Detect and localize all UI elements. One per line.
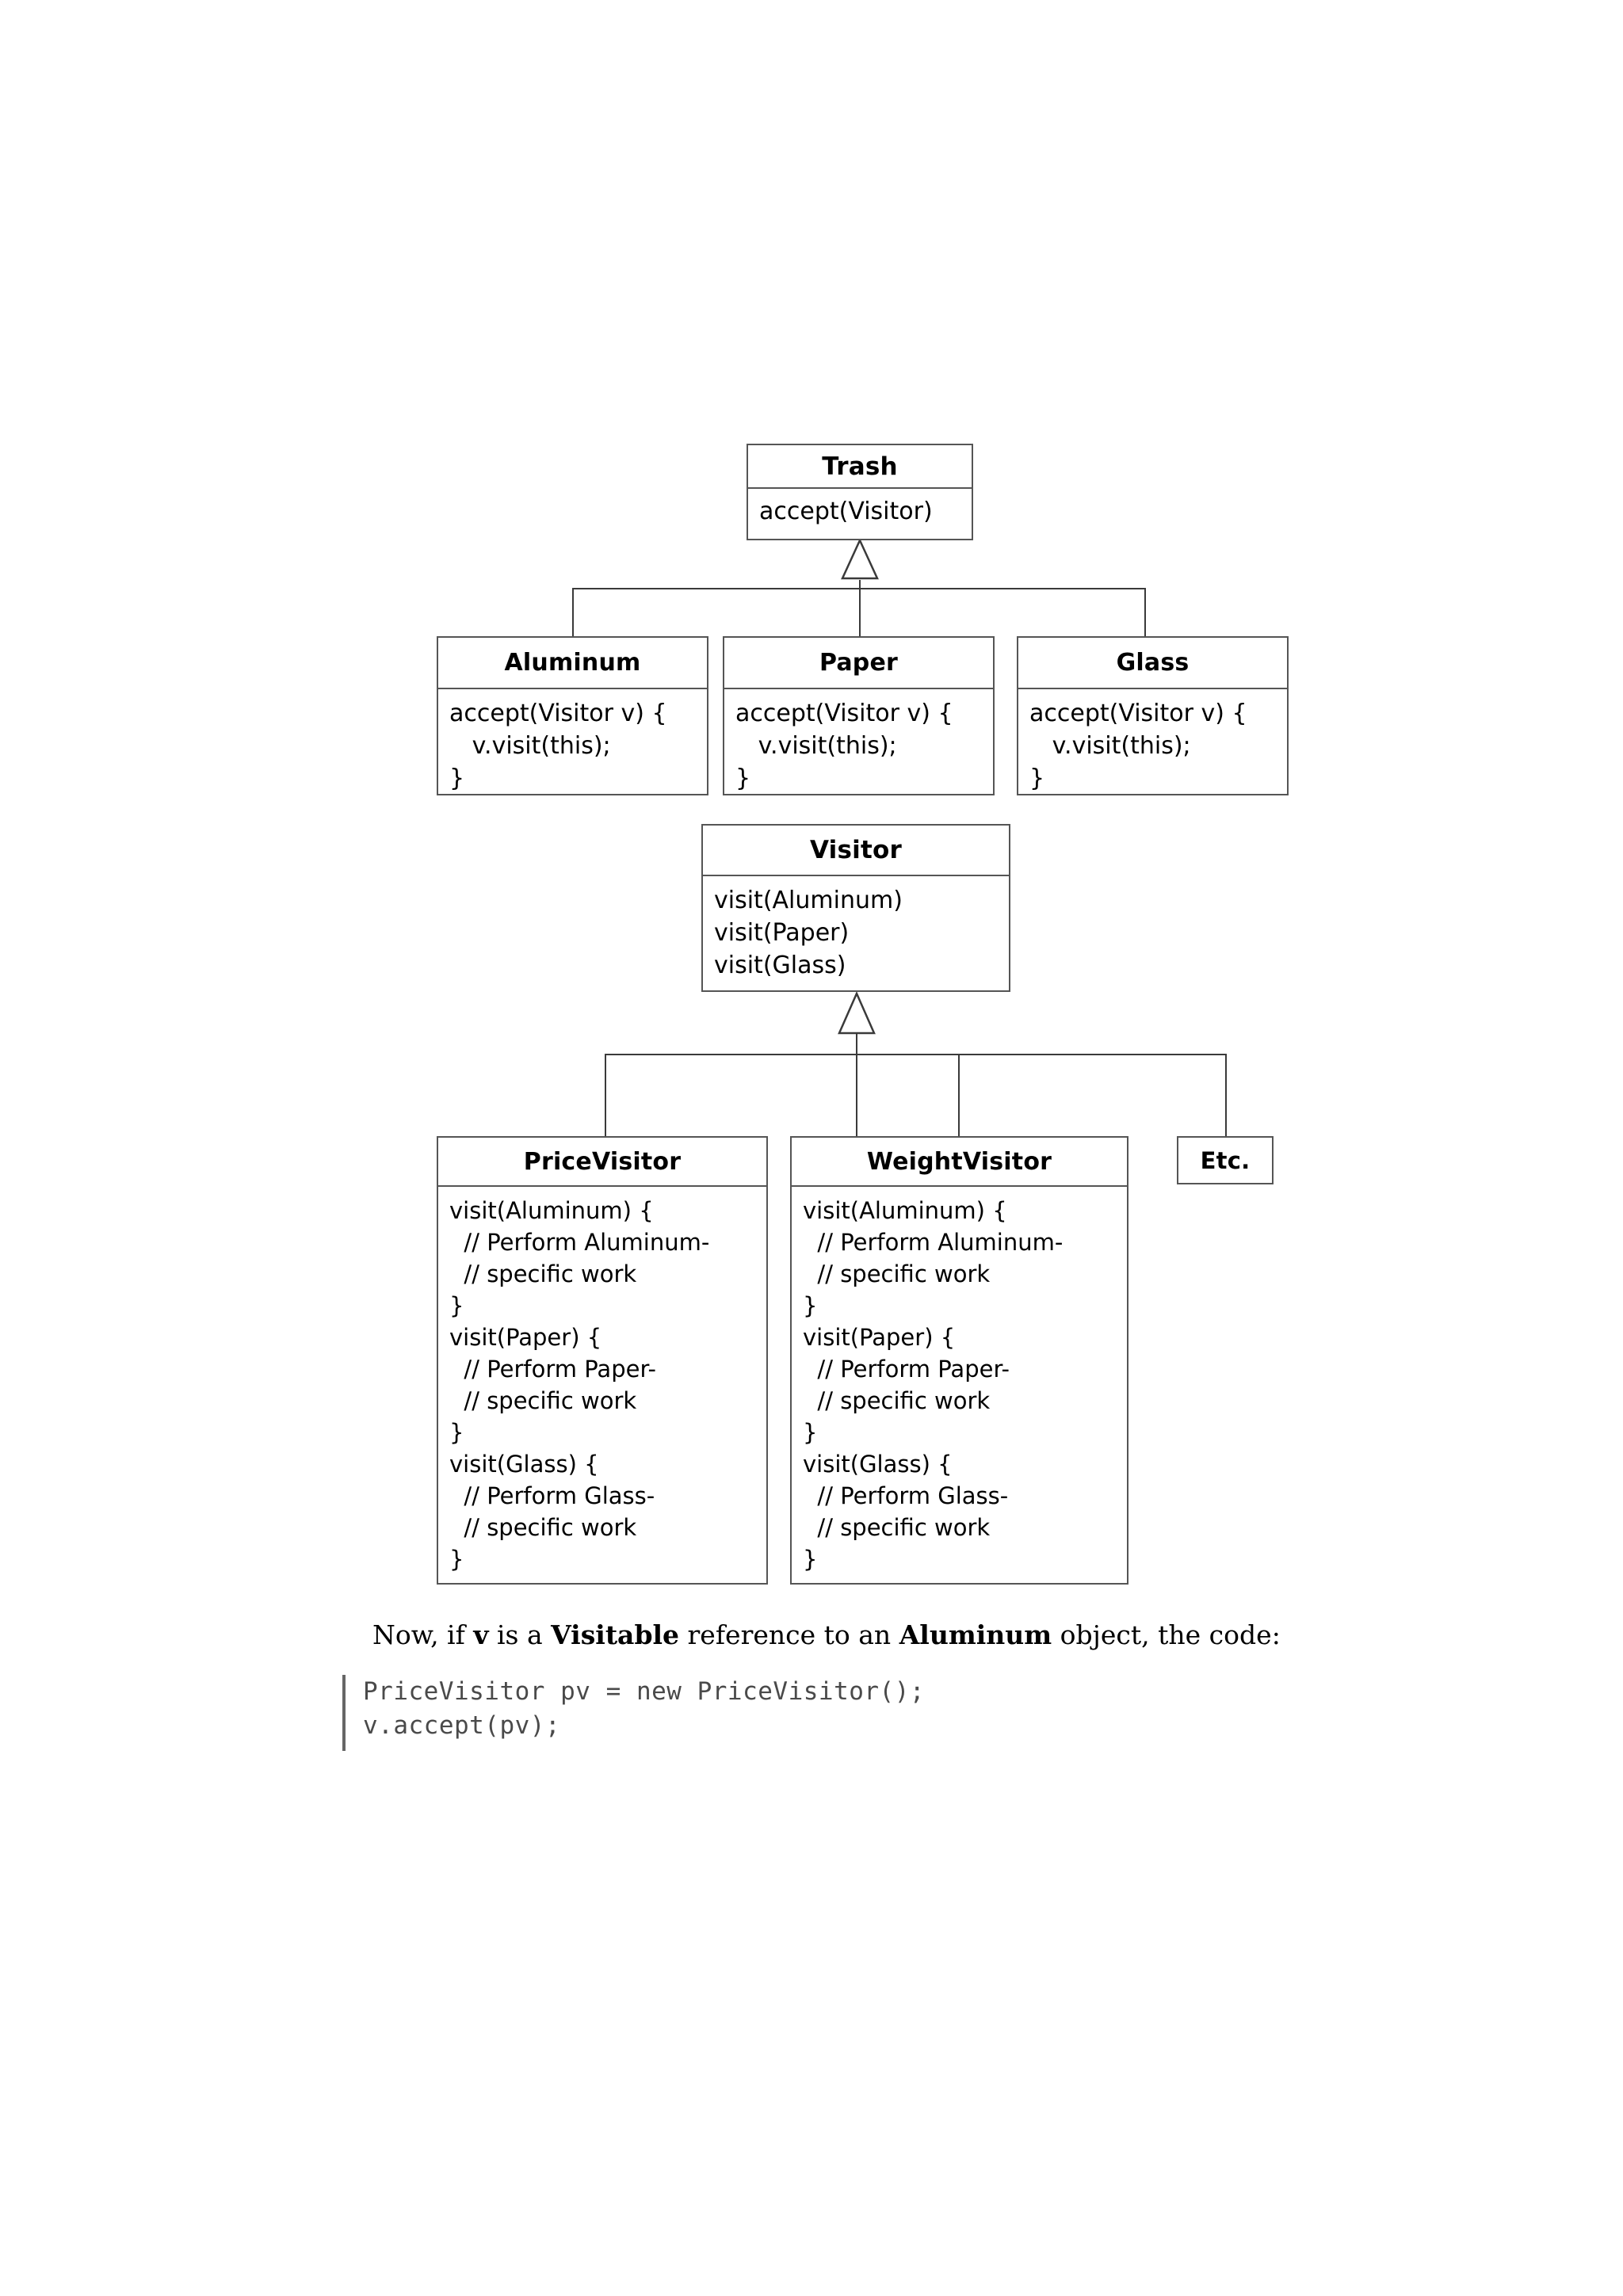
class-divider <box>748 487 972 489</box>
generalization-drop-glass <box>1144 588 1146 637</box>
class-name-weightvisitor: WeightVisitor <box>866 1147 1052 1176</box>
generalization-drop-etc <box>1225 1054 1227 1137</box>
code-block: PriceVisitor pv = new PriceVisitor(); v.… <box>342 1675 1056 1751</box>
class-name-aluminum: Aluminum <box>504 649 641 677</box>
class-box-aluminum[interactable]: Aluminum accept(Visitor v) { v.visit(thi… <box>437 636 708 795</box>
code-line-2: v.accept(pv); <box>363 1711 561 1740</box>
class-name-trash: Trash <box>822 452 898 481</box>
caption-text-part4: object, the code: <box>1052 1619 1281 1650</box>
class-methods-weightvisitor: visit(Aluminum) { // Perform Aluminum- /… <box>803 1197 1064 1573</box>
class-methods-trash: accept(Visitor) <box>759 498 933 525</box>
class-box-paper[interactable]: Paper accept(Visitor v) { v.visit(this);… <box>723 636 995 795</box>
class-name-etc: Etc. <box>1200 1146 1251 1174</box>
generalization-drop-aluminum <box>572 588 574 637</box>
generalization-drop-paper <box>859 588 861 637</box>
class-methods-pricevisitor: visit(Aluminum) { // Perform Aluminum- /… <box>449 1197 710 1573</box>
class-name-visitor: Visitor <box>810 836 902 864</box>
class-divider <box>438 688 707 689</box>
class-box-weightvisitor[interactable]: WeightVisitor visit(Aluminum) { // Perfo… <box>790 1136 1128 1585</box>
class-name-pricevisitor: PriceVisitor <box>523 1147 682 1176</box>
class-box-pricevisitor[interactable]: PriceVisitor visit(Aluminum) { // Perfor… <box>437 1136 768 1585</box>
class-box-glass[interactable]: Glass accept(Visitor v) { v.visit(this);… <box>1017 636 1289 795</box>
class-divider <box>1018 688 1287 689</box>
class-box-trash[interactable]: Trash accept(Visitor) <box>747 444 973 540</box>
caption-paragraph: Now, if v is a Visitable reference to an… <box>372 1618 1281 1653</box>
generalization-drop-weightvisitor <box>958 1054 960 1137</box>
class-divider <box>724 688 993 689</box>
caption-text-part1: Now, if <box>372 1619 474 1650</box>
generalization-stem-visitor <box>856 1034 857 1137</box>
caption-bold-v: v <box>473 1619 489 1650</box>
class-name-paper: Paper <box>819 649 899 677</box>
caption-text-part2: is a <box>488 1619 552 1650</box>
class-methods-aluminum: accept(Visitor v) { v.visit(this); } <box>449 700 667 792</box>
class-methods-visitor: visit(Aluminum) visit(Paper) visit(Glass… <box>714 887 903 979</box>
code-line-1: PriceVisitor pv = new PriceVisitor(); <box>363 1677 926 1706</box>
generalization-drop-pricevisitor <box>605 1054 606 1137</box>
uml-class-diagram: Trash accept(Visitor) Aluminum accept(Vi… <box>437 444 1289 1585</box>
class-divider <box>703 875 1009 876</box>
class-methods-paper: accept(Visitor v) { v.visit(this); } <box>735 700 953 792</box>
caption-bold-visitable: Visitable <box>551 1619 680 1650</box>
class-box-visitor[interactable]: Visitor visit(Aluminum) visit(Paper) vis… <box>701 824 1010 992</box>
class-box-etc[interactable]: Etc. <box>1177 1136 1274 1184</box>
class-methods-glass: accept(Visitor v) { v.visit(this); } <box>1029 700 1247 792</box>
generalization-bus-visitor <box>605 1054 1227 1055</box>
class-divider <box>438 1185 766 1187</box>
caption-text-part3: reference to an <box>679 1619 899 1650</box>
caption-bold-aluminum: Aluminum <box>899 1619 1052 1650</box>
class-name-glass: Glass <box>1116 649 1190 677</box>
class-divider <box>792 1185 1127 1187</box>
